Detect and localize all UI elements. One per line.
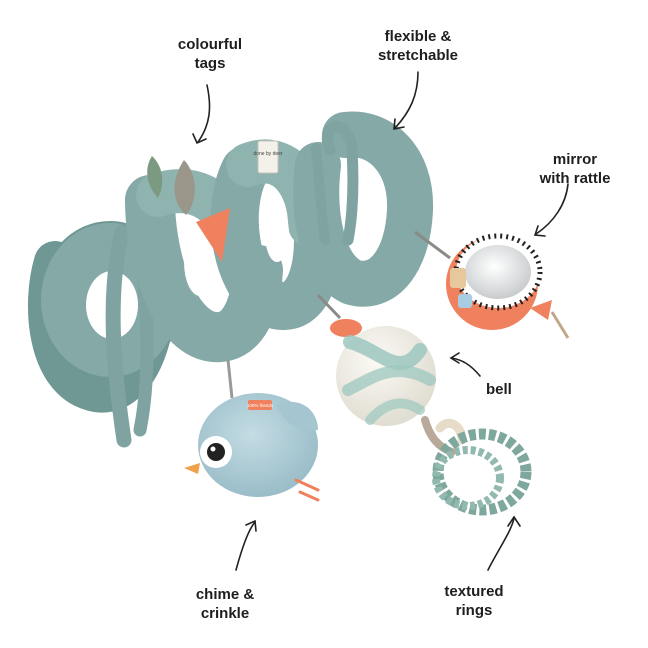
arrow-mirror xyxy=(535,183,569,235)
brand-tag-text: done by deer xyxy=(253,151,283,157)
arrow-chime xyxy=(235,521,256,571)
arrow-flexible xyxy=(394,71,419,129)
label-flexible-stretchable: flexible & stretchable xyxy=(377,28,459,64)
label-textured-rings: textured rings xyxy=(444,583,504,619)
mirror-surface xyxy=(465,245,531,299)
bird-tag xyxy=(248,400,272,410)
label-chime-crinkle: chime & crinkle xyxy=(195,586,255,622)
spiral-body: done by deer xyxy=(27,111,434,448)
textured-rings xyxy=(421,416,532,516)
label-mirror-with-rattle: mirror with rattle xyxy=(539,151,611,187)
colourful-tags xyxy=(147,156,230,262)
arrow-bell xyxy=(451,357,481,377)
bird-toy: 100% friends xyxy=(184,359,320,502)
callout-arrows xyxy=(192,71,569,571)
label-colourful-tags: colourful tags xyxy=(177,36,243,72)
arrow-tags xyxy=(197,84,211,143)
brand-tag xyxy=(257,140,279,174)
bird-tag-text: 100% friends xyxy=(247,403,274,408)
mirror-rattle xyxy=(414,230,570,339)
bell-ball xyxy=(316,293,436,426)
label-bell: bell xyxy=(486,381,512,398)
arrow-rings xyxy=(487,517,515,571)
